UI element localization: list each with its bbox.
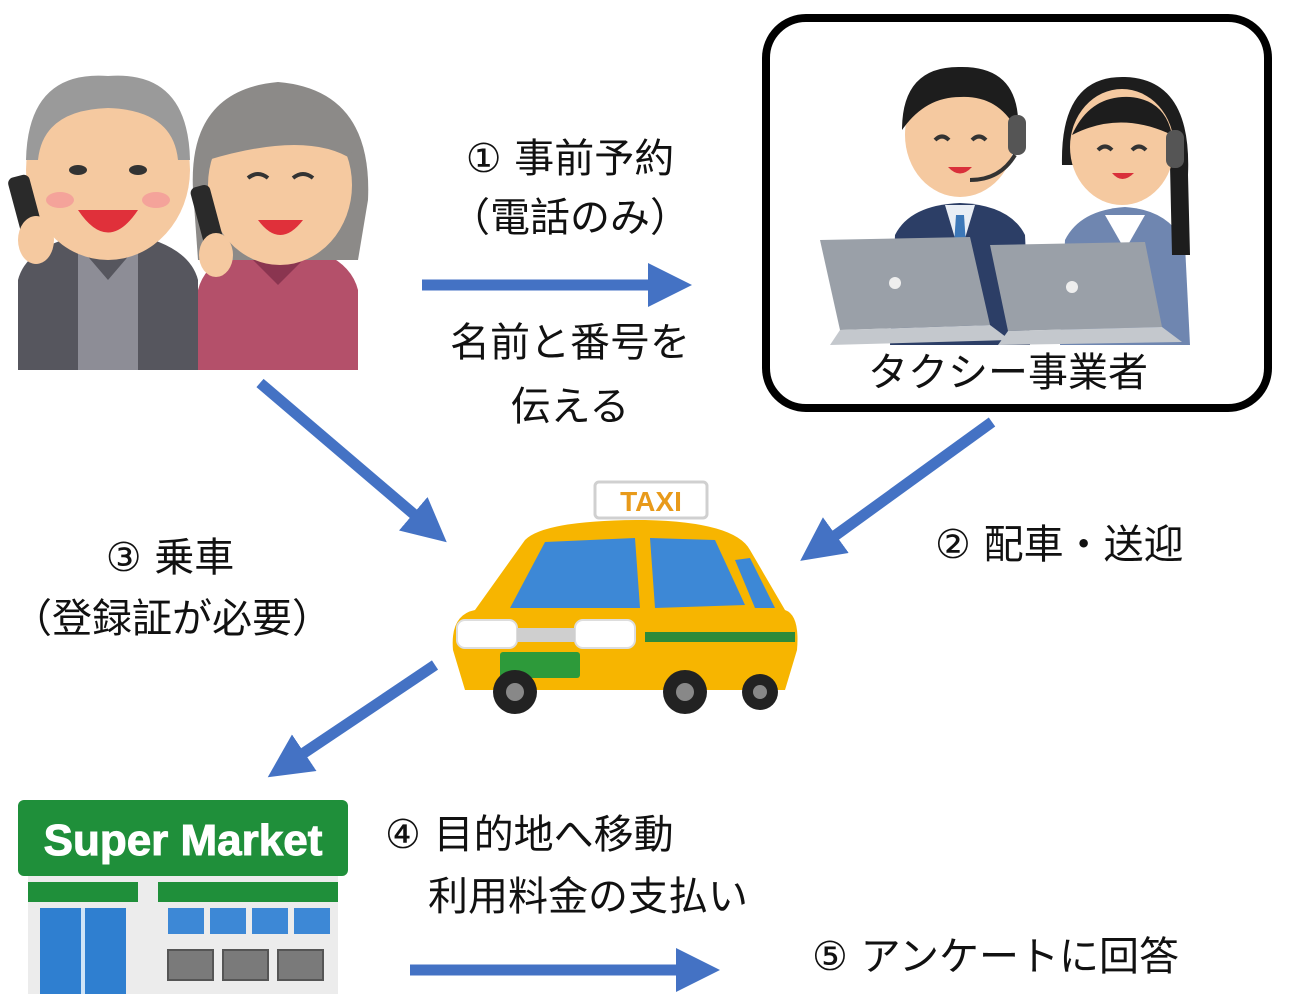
taxi-sign-text: TAXI <box>620 486 682 517</box>
step2-title: ② 配車・送迎 <box>935 522 1184 568</box>
supermarket-icon: Super Market <box>18 800 348 994</box>
step1-title: ① 事前予約 <box>465 136 675 182</box>
taxi-icon: TAXI <box>452 480 798 714</box>
elderly-couple-phone-icon <box>8 75 369 370</box>
arrow-travel <box>267 660 439 778</box>
step1-note: （電話のみ） <box>450 195 690 241</box>
step4-title: ④ 目的地へ移動 <box>385 812 674 858</box>
tell-line1: 名前と番号を <box>450 320 690 366</box>
call-center-operators-icon <box>820 66 1190 345</box>
step5-title: ⑤ アンケートに回答 <box>812 934 1179 980</box>
store-sign-text: Super Market <box>44 816 323 865</box>
tell-line2: 伝える <box>510 384 630 430</box>
arrow-ride <box>256 378 447 543</box>
step3-note: （登録証が必要） <box>12 596 332 642</box>
arrow-dispatch <box>800 417 996 561</box>
step3-title: ③ 乗車 <box>105 535 235 581</box>
operator-label: タクシー事業者 <box>868 350 1148 396</box>
step4-note: 利用料金の支払い <box>428 874 748 920</box>
